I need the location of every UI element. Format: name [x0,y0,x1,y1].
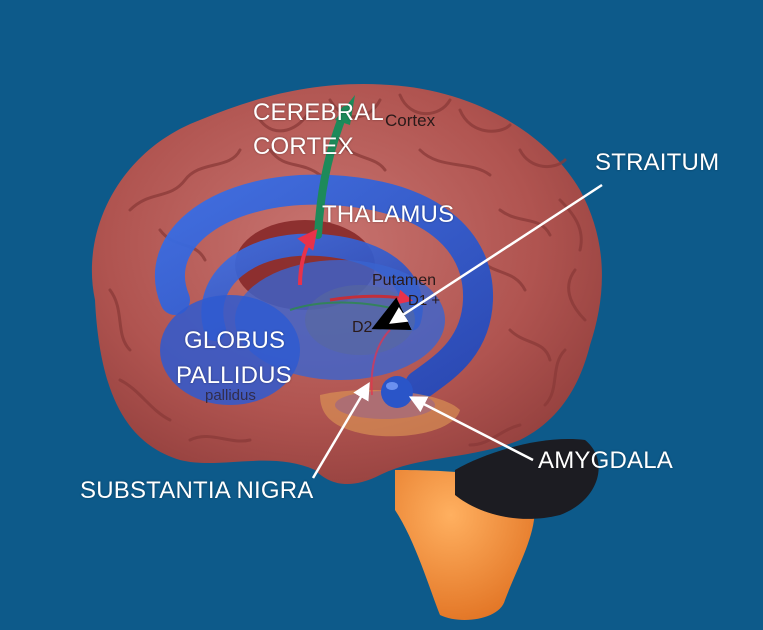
label-globus-pallidus-line2: PALLIDUS [176,362,292,389]
label-substantia-nigra: SUBSTANTIA NIGRA [80,477,314,504]
nigra-pathway [370,329,391,396]
amygdala-shape [381,376,413,408]
straitum-leader-arrow [389,183,603,324]
print-pallidus: pallidus [205,387,256,404]
print-d2: D2 [352,319,373,336]
label-cerebral-cortex-line1: CEREBRAL [253,99,384,126]
print-putamen: Putamen [372,272,436,289]
label-cerebral-cortex-line2: CORTEX [253,133,354,160]
label-straitum: STRAITUM [595,149,720,176]
globus-pallidus-shape [160,295,300,405]
amygdala-leader-arrow [408,396,534,462]
amygdala-highlight [386,382,398,390]
substantia-nigra-leader-arrow [311,381,370,479]
cortex-pathway-head [335,95,355,125]
label-globus-pallidus-line1: GLOBUS [184,327,286,354]
cortex-pathway [314,106,349,239]
thalamus-pathway [297,228,318,286]
print-cortex: Cortex [385,111,436,130]
label-amygdala: AMYGDALA [538,447,673,474]
gyri-texture [108,93,587,447]
cerebellum-shape [455,439,599,519]
label-thalamus: THALAMUS [322,201,455,228]
